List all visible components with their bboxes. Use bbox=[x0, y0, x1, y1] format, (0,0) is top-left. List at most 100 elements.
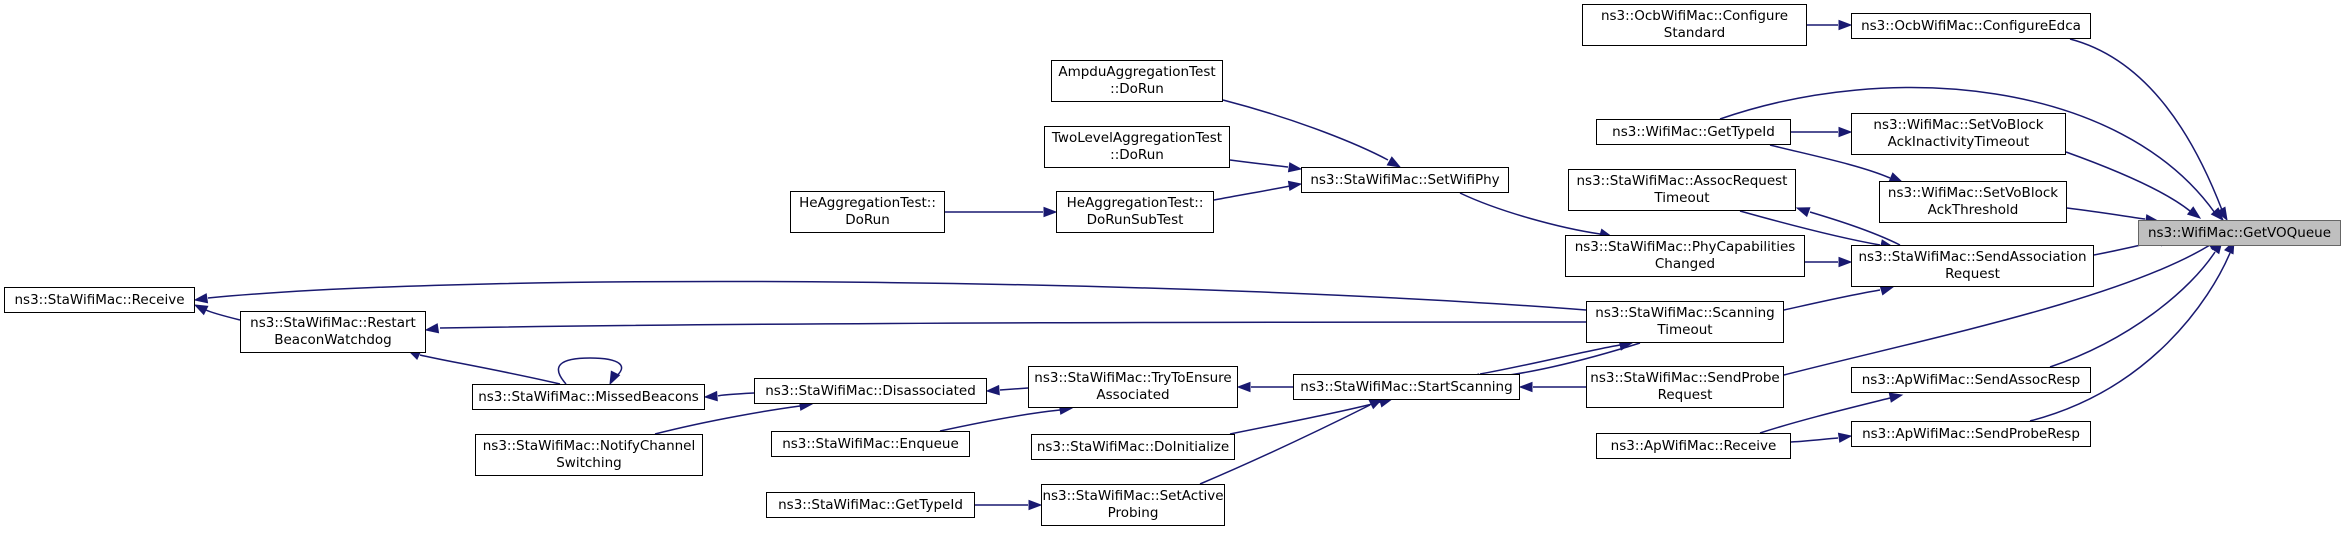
edge-line bbox=[2066, 207, 2146, 220]
node-start-scanning[interactable]: ns3::StaWifiMac::StartScanning bbox=[1293, 374, 1520, 400]
node-set-active-probing[interactable]: ns3::StaWifiMac::SetActive Probing bbox=[1041, 484, 1225, 526]
node-label: HeAggregationTest:: bbox=[1066, 195, 1204, 211]
edge-two-level-aggregation-test-to-sta-set-wifi-phy bbox=[1229, 159, 1303, 173]
node-scanning-timeout[interactable]: ns3::StaWifiMac::Scanning Timeout bbox=[1586, 301, 1784, 343]
node-label: Probing bbox=[1107, 505, 1159, 521]
node-do-initialize[interactable]: ns3::StaWifiMac::DoInitialize bbox=[1031, 434, 1235, 460]
node-two-level-aggregation-test[interactable]: TwoLevelAggregationTest ::DoRun bbox=[1044, 126, 1230, 168]
edge-missed-beacons-to-restart-beacon-watchdog bbox=[406, 349, 561, 385]
edge-line bbox=[207, 280, 1587, 311]
node-label: ns3::StaWifiMac::Receive bbox=[14, 291, 185, 308]
edge-restart-beacon-watchdog-to-sta-receive bbox=[193, 304, 241, 321]
node-ap-send-assoc-resp[interactable]: ns3::ApWifiMac::SendAssocResp bbox=[1851, 367, 2091, 393]
edge-arrowhead bbox=[1838, 126, 1853, 138]
edge-line bbox=[1459, 192, 1601, 235]
node-try-to-ensure-associated[interactable]: ns3::StaWifiMac::TryToEnsure Associated bbox=[1028, 366, 1238, 408]
edge-arrowhead bbox=[1518, 381, 1533, 393]
node-label: ns3::ApWifiMac::Receive bbox=[1610, 437, 1777, 454]
node-phy-capabilities-changed[interactable]: ns3::StaWifiMac::PhyCapabilities Changed bbox=[1565, 235, 1805, 277]
node-label: ns3::WifiMac::SetVoBlock bbox=[1873, 117, 2044, 133]
edge-arrowhead bbox=[424, 323, 440, 334]
node-send-association-request[interactable]: ns3::StaWifiMac::SendAssociation Request bbox=[1851, 245, 2094, 287]
edge-scanning-timeout-to-send-association-request bbox=[1783, 285, 1895, 311]
edge-line bbox=[1783, 244, 2211, 376]
edge-he-aggregation-test-dorunsubtest-to-sta-set-wifi-phy bbox=[1213, 180, 1303, 201]
node-label: Request bbox=[1945, 266, 2000, 282]
node-label: ns3::StaWifiMac::StartScanning bbox=[1300, 378, 1513, 395]
node-assoc-request-timeout[interactable]: ns3::StaWifiMac::AssocRequest Timeout bbox=[1568, 169, 1796, 211]
node-get-vo-queue[interactable]: ns3::WifiMac::GetVOQueue bbox=[2138, 220, 2341, 246]
edge-sta-get-typeid-to-set-active-probing bbox=[975, 499, 1043, 511]
node-notify-channel-switching[interactable]: ns3::StaWifiMac::NotifyChannel Switching bbox=[475, 434, 703, 476]
node-disassociated[interactable]: ns3::StaWifiMac::Disassociated bbox=[754, 378, 987, 404]
node-sta-set-wifi-phy[interactable]: ns3::StaWifiMac::SetWifiPhy bbox=[1301, 167, 1509, 193]
node-label: ns3::StaWifiMac::PhyCapabilities bbox=[1574, 239, 1796, 255]
node-send-probe-request[interactable]: ns3::StaWifiMac::SendProbe Request bbox=[1586, 366, 1784, 408]
edge-arrowhead bbox=[703, 390, 718, 402]
node-label: ns3::StaWifiMac::Disassociated bbox=[765, 382, 976, 399]
node-label: ns3::StaWifiMac::Enqueue bbox=[782, 435, 959, 452]
edge-line bbox=[1809, 211, 1901, 246]
node-label: ns3::StaWifiMac::SendProbe bbox=[1590, 370, 1780, 386]
node-wifimac-get-typeid[interactable]: ns3::WifiMac::GetTypeId bbox=[1596, 119, 1791, 145]
edge-disassociated-to-missed-beacons bbox=[703, 390, 755, 402]
edge-arrowhead bbox=[1287, 180, 1303, 192]
edge-arrowhead bbox=[2186, 206, 2202, 219]
edge-he-aggregation-test-dorun-to-he-aggregation-test-dorunsubtest bbox=[945, 206, 1058, 218]
node-ampdu-aggregation-test[interactable]: AmpduAggregationTest ::DoRun bbox=[1051, 60, 1223, 102]
node-restart-beacon-watchdog[interactable]: ns3::StaWifiMac::Restart BeaconWatchdog bbox=[240, 311, 426, 353]
node-sta-receive[interactable]: ns3::StaWifiMac::Receive bbox=[4, 287, 195, 313]
node-sta-get-typeid[interactable]: ns3::StaWifiMac::GetTypeId bbox=[766, 492, 975, 518]
edge-arrowhead bbox=[1386, 156, 1402, 168]
node-label: ns3::StaWifiMac::SetActive bbox=[1042, 488, 1224, 504]
node-label: ns3::StaWifiMac::SetWifiPhy bbox=[1310, 171, 1500, 188]
node-set-vo-block-ack-inactivity[interactable]: ns3::WifiMac::SetVoBlock AckInactivityTi… bbox=[1851, 113, 2066, 155]
node-label: ns3::StaWifiMac::Scanning bbox=[1595, 305, 1775, 321]
node-ocb-configure-standard[interactable]: ns3::OcbWifiMac::Configure Standard bbox=[1582, 4, 1807, 46]
node-label: ns3::StaWifiMac::GetTypeId bbox=[778, 496, 963, 513]
edge-try-to-ensure-associated-to-disassociated bbox=[985, 384, 1029, 396]
edge-ampdu-aggregation-test-to-sta-set-wifi-phy bbox=[1222, 99, 1402, 168]
edge-scanning-timeout-to-sta-receive bbox=[193, 280, 1587, 311]
node-label: TwoLevelAggregationTest bbox=[1051, 130, 1223, 146]
edge-line bbox=[2049, 251, 2216, 368]
node-he-aggregation-test-dorun[interactable]: HeAggregationTest:: DoRun bbox=[790, 191, 945, 233]
node-label: Request bbox=[1657, 387, 1713, 403]
edge-start-scanning-to-try-to-ensure-associated bbox=[1236, 381, 1293, 393]
edge-arrowhead bbox=[609, 370, 621, 386]
node-missed-beacons[interactable]: ns3::StaWifiMac::MissedBeacons bbox=[472, 384, 705, 410]
edge-line bbox=[1783, 289, 1881, 311]
node-enqueue[interactable]: ns3::StaWifiMac::Enqueue bbox=[771, 431, 970, 457]
node-ocb-configure-edca[interactable]: ns3::OcbWifiMac::ConfigureEdca bbox=[1851, 13, 2091, 39]
node-set-vo-block-ack-threshold[interactable]: ns3::WifiMac::SetVoBlock AckThreshold bbox=[1879, 181, 2067, 223]
node-label: AckThreshold bbox=[1927, 202, 2019, 218]
node-label: ::DoRun bbox=[1110, 147, 1164, 163]
edge-ocb-configure-standard-to-ocb-configure-edca bbox=[1807, 19, 1853, 31]
node-label: Timeout bbox=[1657, 322, 1713, 338]
edge-set-vo-block-ack-inactivity-to-get-vo-queue bbox=[2065, 151, 2202, 219]
node-label: AmpduAggregationTest bbox=[1058, 64, 1216, 80]
node-label: ns3::StaWifiMac::TryToEnsure bbox=[1034, 370, 1232, 386]
edge-ap-receive-to-ap-send-probe-resp bbox=[1790, 432, 1853, 443]
edge-line bbox=[1199, 404, 1371, 485]
node-label: DoRunSubTest bbox=[1086, 212, 1184, 228]
edge-arrowhead bbox=[1043, 206, 1058, 218]
node-he-aggregation-test-dorunsubtest[interactable]: HeAggregationTest:: DoRunSubTest bbox=[1056, 191, 1214, 233]
node-ap-send-probe-resp[interactable]: ns3::ApWifiMac::SendProbeResp bbox=[1851, 421, 2091, 447]
edge-line bbox=[1790, 437, 1839, 443]
edge-line bbox=[939, 409, 1061, 432]
edge-do-initialize-to-start-scanning bbox=[1229, 397, 1394, 435]
node-label: AckInactivityTimeout bbox=[1887, 134, 2030, 150]
edge-line bbox=[2069, 38, 2223, 211]
edge-arrowhead bbox=[2210, 207, 2224, 222]
edge-set-active-probing-to-start-scanning bbox=[1199, 398, 1384, 485]
edge-arrowhead bbox=[193, 304, 209, 316]
edge-arrowhead bbox=[1837, 432, 1853, 443]
node-label: ns3::StaWifiMac::Restart bbox=[250, 315, 416, 331]
node-label: ns3::StaWifiMac::DoInitialize bbox=[1036, 438, 1230, 455]
node-ap-receive[interactable]: ns3::ApWifiMac::Receive bbox=[1596, 433, 1791, 459]
edge-arrowhead bbox=[1368, 398, 1384, 410]
edge-missed-beacons-to-missed-beacons bbox=[557, 357, 623, 386]
edge-line bbox=[205, 309, 241, 321]
